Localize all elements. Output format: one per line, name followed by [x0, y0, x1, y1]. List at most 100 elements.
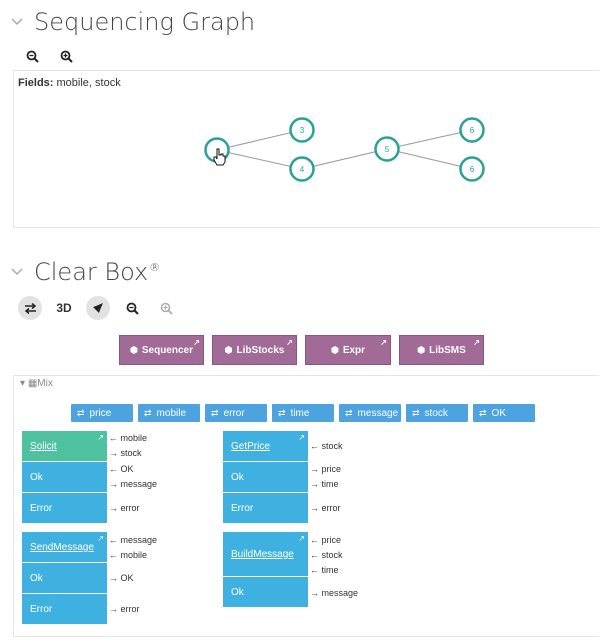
port-label: → error [310, 503, 341, 513]
swap-icon: ⇄ [345, 407, 353, 418]
zoom-out-icon [126, 302, 139, 315]
graph-edge [216, 149, 303, 170]
port-label: ← mobile [109, 550, 148, 560]
graph-node[interactable]: 5 [374, 136, 400, 162]
sequencing-graph: 3 4 5 6 6 [204, 117, 485, 182]
cube-icon: ⬢ [330, 344, 339, 355]
external-link-icon: ↗ [298, 433, 305, 442]
port-label: → error [109, 604, 140, 614]
graph-edge [386, 129, 473, 150]
external-link-icon: ↗ [97, 433, 104, 442]
port-label: → message [109, 479, 158, 489]
swap-icon: ⇄ [77, 407, 85, 418]
block-ok-port[interactable]: Ok [223, 462, 308, 493]
block-error-port[interactable]: Error [22, 493, 107, 524]
3d-view-button[interactable]: 3D [56, 301, 72, 315]
block-error-port[interactable]: Error [22, 594, 107, 625]
mix-header[interactable]: ▾ ▦Mix [20, 378, 53, 389]
swap-icon: ⇄ [211, 407, 219, 418]
clear-box-header[interactable]: Clear Box® [10, 258, 160, 286]
swap-view-button[interactable] [18, 296, 42, 320]
port-label: → message [310, 588, 359, 598]
port-label: ← price [310, 535, 342, 545]
port-label: ← OK [109, 464, 134, 474]
variable-message[interactable]: ⇄message [339, 404, 401, 422]
graph-node[interactable]: 4 [289, 156, 315, 182]
library-libstocks-button[interactable]: ⬢LibStocks↗ [212, 335, 297, 365]
sequencing-graph-header[interactable]: Sequencing Graph [10, 8, 255, 36]
svg-text:6: 6 [470, 126, 475, 135]
swap-icon: ⇄ [479, 407, 487, 418]
svg-text:4: 4 [300, 165, 305, 174]
mix-label: Mix [37, 378, 53, 389]
external-link-icon: ↗ [286, 338, 293, 347]
hand-cursor-icon [213, 148, 226, 166]
port-label: → stock [109, 448, 142, 458]
graph-edges [216, 129, 473, 170]
block-ok-port[interactable]: Ok [223, 577, 308, 608]
variable-mobile[interactable]: ⇄mobile [138, 404, 200, 422]
external-link-icon: ↗ [473, 338, 480, 347]
block-ok-port[interactable]: Ok [22, 563, 107, 594]
port-label: → time [310, 479, 339, 489]
zoom-in-button[interactable] [154, 296, 178, 320]
block-ok-port[interactable]: Ok [22, 462, 107, 493]
port-label: ← mobile [109, 433, 148, 443]
library-expr-button[interactable]: ⬢Expr↗ [305, 335, 391, 365]
external-link-icon: ↗ [380, 338, 387, 347]
mix-panel: ▾ ▦Mix [13, 375, 599, 637]
swap-icon: ⇄ [144, 407, 152, 418]
port-label: → OK [109, 573, 134, 583]
port-label: ← stock [310, 550, 343, 560]
zoom-out-button[interactable] [120, 296, 144, 320]
grid-icon: ▦ [27, 378, 38, 389]
block-sendmessage: SendMessage↗ Ok Error [22, 532, 107, 625]
graph-node[interactable]: 6 [459, 117, 485, 143]
sequencing-graph-panel: Fields: mobile, stock 3 4 5 6 [13, 70, 599, 228]
library-sequencer-button[interactable]: ⬢Sequencer↗ [119, 335, 204, 365]
zoom-out-icon [26, 50, 39, 63]
block-error-port[interactable]: Error [223, 493, 308, 524]
variable-price[interactable]: ⇄price [71, 404, 133, 422]
graph-node[interactable]: 3 [289, 117, 315, 143]
svg-text:6: 6 [470, 165, 475, 174]
block-title[interactable]: SendMessage↗ [22, 532, 107, 563]
graph-zoom-controls [24, 48, 74, 64]
svg-text:3: 3 [300, 126, 305, 135]
graph-edge [301, 148, 388, 170]
swap-icon: ⇄ [412, 407, 420, 418]
block-title[interactable]: GetPrice↗ [223, 431, 308, 462]
external-link-icon: ↗ [298, 534, 305, 543]
variable-ok[interactable]: ⇄OK [473, 404, 535, 422]
variable-stock[interactable]: ⇄stock [406, 404, 468, 422]
library-libsms-button[interactable]: ⬢LibSMS↗ [399, 335, 484, 365]
block-title[interactable]: Solicit↗ [22, 431, 107, 462]
cube-icon: ⬢ [130, 344, 138, 355]
port-label: ← stock [310, 441, 343, 451]
zoom-in-icon [160, 302, 173, 315]
registered-mark: ® [149, 261, 161, 274]
caret-down-icon: ▾ [20, 378, 26, 389]
swap-icon: ⇄ [278, 407, 286, 418]
variable-time[interactable]: ⇄time [272, 404, 334, 422]
variable-error[interactable]: ⇄error [205, 404, 267, 422]
graph-edge [216, 129, 303, 151]
fields-line: Fields: mobile, stock [18, 77, 121, 89]
section-title: Clear Box® [34, 258, 161, 286]
fields-value: mobile, stock [56, 77, 121, 89]
zoom-out-button[interactable] [24, 48, 40, 64]
port-label: → price [310, 464, 342, 474]
cube-icon: ⬢ [417, 344, 426, 355]
swap-arrows-icon [24, 302, 36, 314]
fields-label: Fields: [18, 77, 54, 89]
block-title[interactable]: BuildMessage↗ [223, 532, 308, 577]
block-buildmessage: BuildMessage↗ Ok [223, 532, 308, 608]
chevron-down-icon [11, 18, 23, 26]
zoom-in-button[interactable] [58, 48, 74, 64]
chevron-down-icon [11, 268, 23, 276]
external-link-icon: ↗ [97, 534, 104, 543]
cube-icon: ⬢ [224, 344, 233, 355]
svg-text:5: 5 [385, 145, 390, 154]
graph-node[interactable]: 6 [459, 156, 485, 182]
launch-button[interactable] [86, 296, 110, 320]
